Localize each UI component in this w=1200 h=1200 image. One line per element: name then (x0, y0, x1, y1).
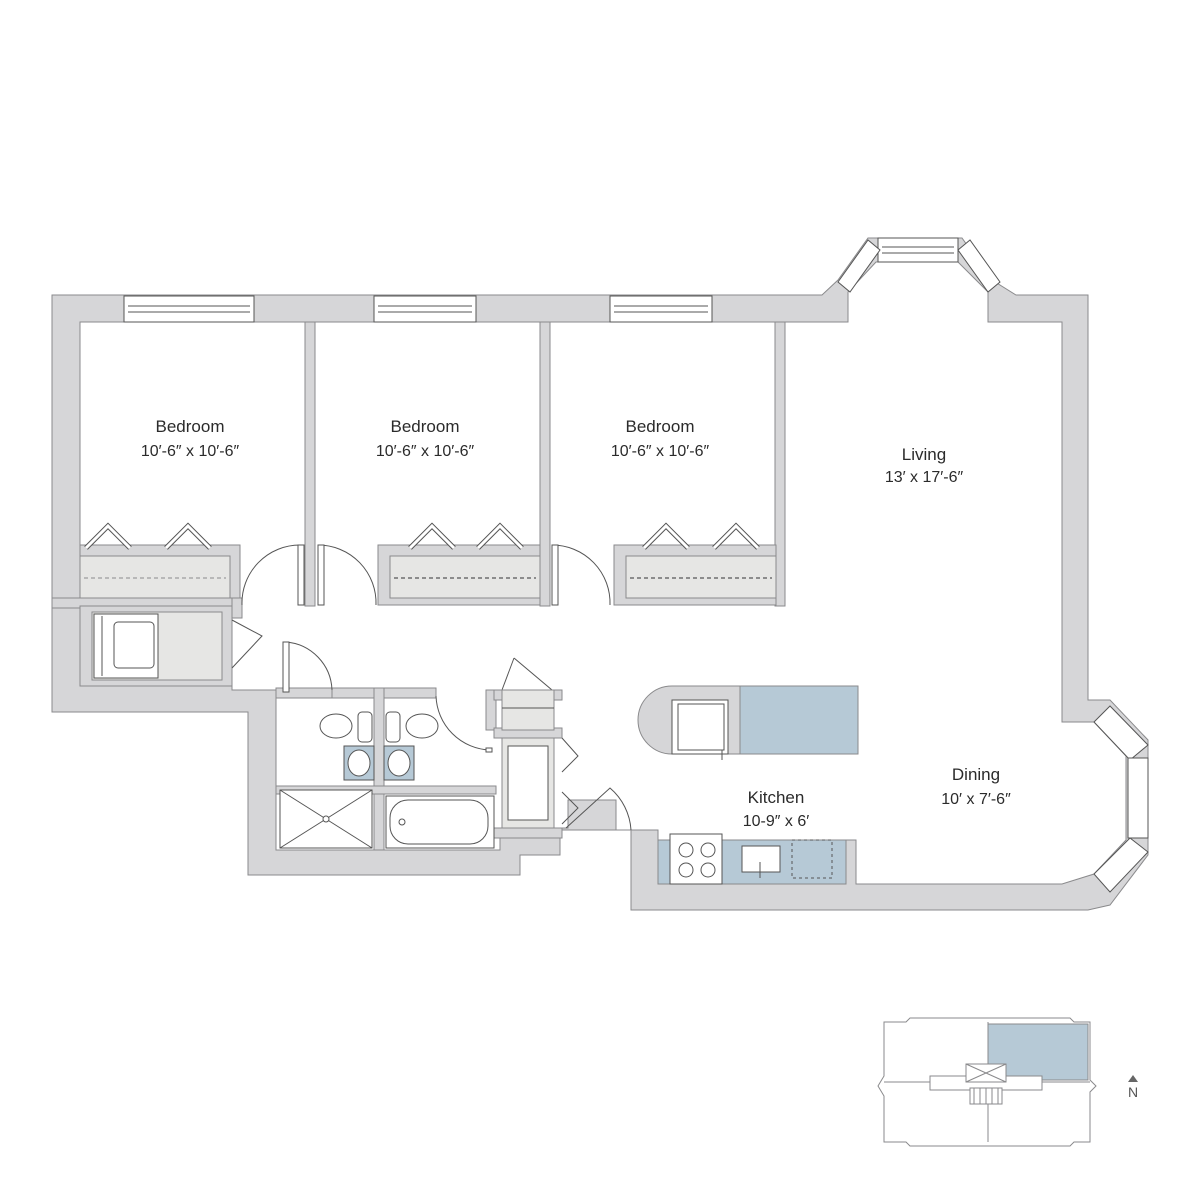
north-label: N (1128, 1084, 1138, 1100)
bathroom-fixtures (279, 711, 495, 849)
dining-name: Dining (952, 765, 1000, 784)
living-dimensions: 13′ x 17′-6″ (885, 469, 964, 486)
kitchen-name: Kitchen (748, 788, 805, 807)
laundry-closet (91, 611, 555, 829)
bedroom-closets (79, 522, 777, 599)
bedroom-3-name: Bedroom (626, 417, 695, 436)
doors (231, 544, 632, 831)
bedroom-3-dimensions: 10′-6″ x 10′-6″ (611, 443, 710, 460)
kitchen-dimensions: 10-9″ x 6′ (743, 813, 809, 830)
key-plan (877, 1017, 1097, 1147)
bedroom-1-name: Bedroom (156, 417, 225, 436)
north-arrow: N (1128, 1075, 1138, 1100)
bedroom-1-dimensions: 10′-6″ x 10′-6″ (141, 443, 240, 460)
windows (123, 237, 1149, 893)
dining-dimensions: 10′ x 7′-6″ (941, 791, 1011, 808)
kitchen-island (637, 685, 859, 760)
bedroom-2-name: Bedroom (391, 417, 460, 436)
bedroom-2-dimensions: 10′-6″ x 10′-6″ (376, 443, 475, 460)
room-labels: Bedroom 10′-6″ x 10′-6″ Bedroom 10′-6″ x… (141, 417, 1011, 830)
living-name: Living (902, 445, 946, 464)
kitchen-counter (657, 833, 847, 885)
north-arrow-icon (1128, 1075, 1138, 1082)
